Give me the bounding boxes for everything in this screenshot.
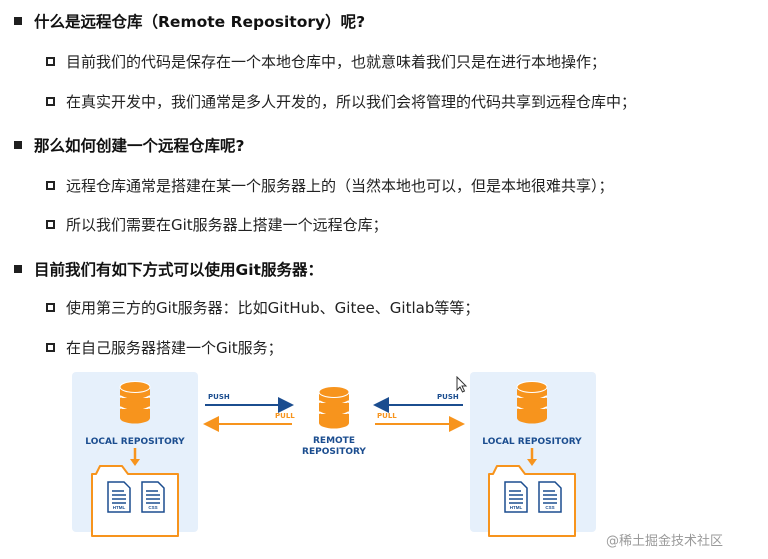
local-repository-label-left: LOCAL REPOSITORY xyxy=(85,437,185,447)
section-heading: 那么如何创建一个远程仓库呢? xyxy=(14,134,245,156)
list-item: 目前我们的代码是保存在一个本地仓库中，也就意味着我们只是在进行本地操作； xyxy=(46,51,606,72)
push-label-right: PUSH xyxy=(437,393,459,401)
bullet-box-icon xyxy=(46,181,55,190)
file-caption-html-right: HTML xyxy=(510,505,523,510)
bullet-box-icon xyxy=(46,220,55,229)
database-icon-left xyxy=(119,380,151,425)
folder-icon-left xyxy=(91,465,179,537)
pull-label-left: PULL xyxy=(275,412,295,420)
list-item: 使用第三方的Git服务器：比如GitHub、Gitee、Gitlab等等； xyxy=(46,297,479,318)
file-caption-css-left: CSS xyxy=(148,505,157,510)
mouse-cursor-icon xyxy=(456,376,468,393)
database-icon-remote xyxy=(318,385,350,430)
list-item: 在自己服务器搭建一个Git服务； xyxy=(46,337,283,358)
section-heading: 什么是远程仓库（Remote Repository）呢? xyxy=(14,10,365,32)
remote-repository-label-line2: REPOSITORY xyxy=(302,447,366,457)
bullet-box-icon xyxy=(46,343,55,352)
list-item: 所以我们需要在Git服务器上搭建一个远程仓库； xyxy=(46,214,388,235)
push-label-left: PUSH xyxy=(208,393,230,401)
local-repository-label-right: LOCAL REPOSITORY xyxy=(482,437,582,447)
watermark: @稀土掘金技术社区 xyxy=(606,534,724,549)
remote-repository-label-line1: REMOTE xyxy=(313,436,355,446)
folder-icon-right xyxy=(488,465,576,537)
bullet-box-icon xyxy=(46,303,55,312)
list-item: 远程仓库通常是搭建在某一个服务器上的（当然本地也可以，但是本地很难共享）； xyxy=(46,175,614,196)
bullet-square-icon xyxy=(14,17,22,25)
bullet-square-icon xyxy=(14,265,22,273)
pull-label-right: PULL xyxy=(377,412,397,420)
file-caption-css-right: CSS xyxy=(545,505,554,510)
section-heading: 目前我们有如下方式可以使用Git服务器： xyxy=(14,258,323,280)
bullet-box-icon xyxy=(46,97,55,106)
file-caption-html-left: HTML xyxy=(113,505,126,510)
bullet-box-icon xyxy=(46,57,55,66)
bullet-square-icon xyxy=(14,141,22,149)
database-icon-right xyxy=(516,380,548,425)
list-item: 在真实开发中，我们通常是多人开发的，所以我们会将管理的代码共享到远程仓库中； xyxy=(46,91,636,112)
